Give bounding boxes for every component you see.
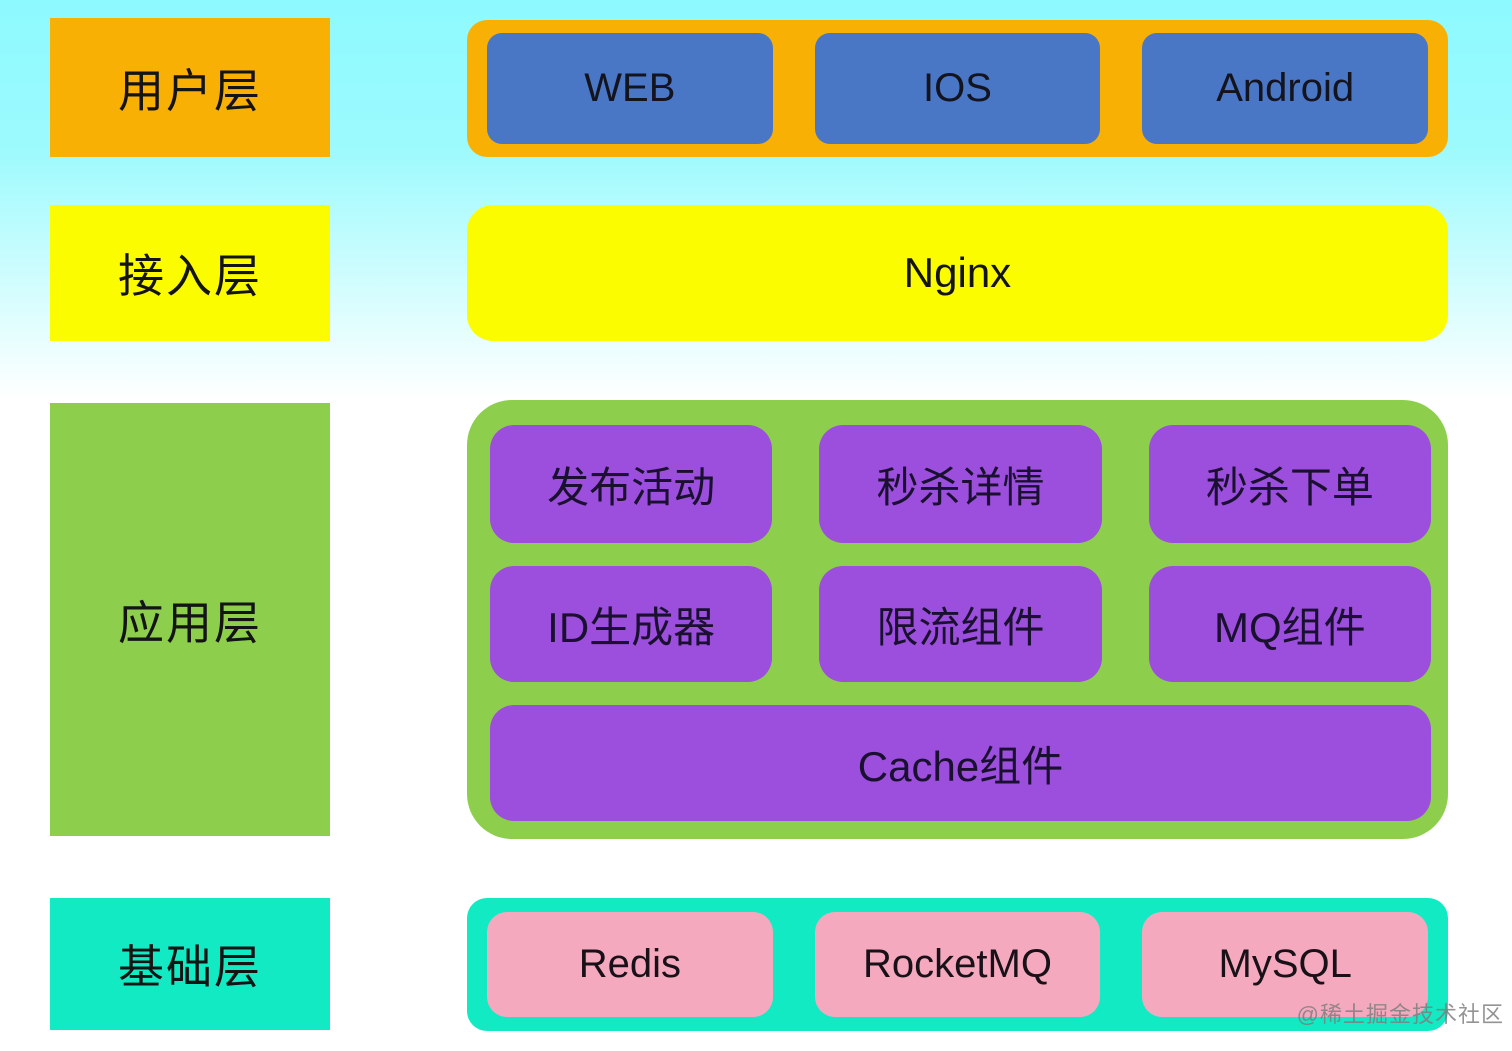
base-layer-container: Redis RocketMQ MySQL: [467, 898, 1448, 1031]
seckill-detail-box: 秒杀详情: [819, 425, 1102, 543]
mysql-box: MySQL: [1142, 912, 1429, 1017]
juejin-watermark: @稀土掘金技术社区: [1296, 1002, 1504, 1027]
access-layer-label: 接入层: [50, 205, 330, 341]
app-layer-label: 应用层: [50, 403, 330, 836]
rocketmq-box: RocketMQ: [814, 912, 1101, 1017]
mq-component-box: MQ组件: [1148, 566, 1431, 682]
app-layer-container: 发布活动 秒杀详情 秒杀下单 ID生成器 限流组件 MQ组件 Cache组件: [467, 400, 1448, 839]
ios-client-box: IOS: [814, 33, 1101, 144]
cache-component-box: Cache组件: [490, 705, 1431, 821]
web-client-box: WEB: [487, 33, 773, 144]
base-layer-label: 基础层: [50, 898, 330, 1030]
rate-limit-component-box: 限流组件: [819, 566, 1102, 682]
publish-activity-box: 发布活动: [490, 425, 773, 543]
user-layer-label: 用户层: [50, 18, 330, 157]
id-generator-box: ID生成器: [490, 566, 773, 682]
user-layer-container: WEB IOS Android: [467, 20, 1448, 157]
redis-box: Redis: [487, 912, 773, 1017]
android-client-box: Android: [1142, 33, 1429, 144]
nginx-box: Nginx: [467, 205, 1448, 341]
seckill-order-box: 秒杀下单: [1148, 425, 1431, 543]
